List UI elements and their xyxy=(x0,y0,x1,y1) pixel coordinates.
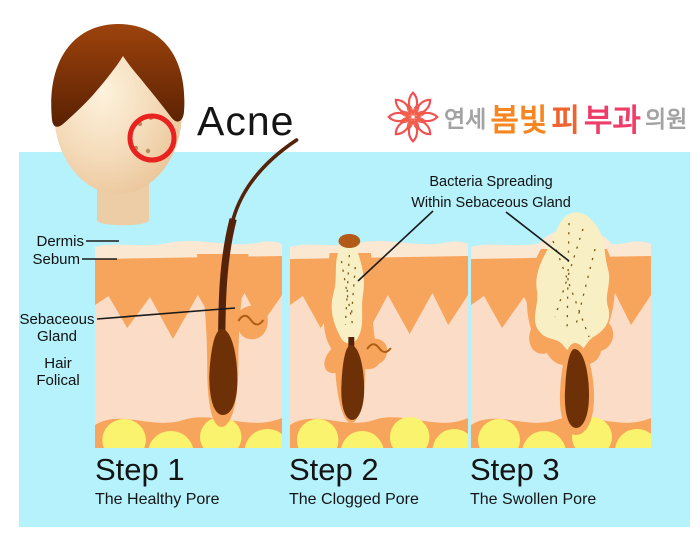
sebum-label: Sebum xyxy=(32,251,80,268)
step1-caption: Step 1 The Healthy Pore xyxy=(95,452,220,509)
sebaceous-gland-label: Sebaceous Gland xyxy=(19,311,95,345)
follicle-bulb xyxy=(209,329,238,415)
sebaceous-pointer-line xyxy=(96,307,236,320)
clinic-name-main1: 봄빛 xyxy=(490,102,548,138)
bacteria-spreading-label: Bacteria Spreading Within Sebaceous Glan… xyxy=(411,174,571,211)
head-illustration xyxy=(51,24,185,226)
clinic-name-prefix: 연세 xyxy=(444,106,487,132)
red-circle-marker xyxy=(127,113,177,163)
bacteria-specks xyxy=(552,222,596,338)
step1-title: Step 1 xyxy=(95,452,185,487)
follicle-bulb xyxy=(341,344,365,420)
clinic-name-suffix: 의원 xyxy=(644,106,688,132)
step3-title: Step 3 xyxy=(470,452,560,487)
swollen-sebum-mass xyxy=(534,212,610,354)
annotation-pointer-lines xyxy=(82,210,570,320)
flower-icon xyxy=(387,91,439,143)
clogged-sebum-mass xyxy=(331,242,364,344)
skin-panel-step3 xyxy=(471,212,659,475)
skin-panel-step1 xyxy=(95,138,299,475)
hair-strand-tip xyxy=(231,138,299,221)
page-title: Acne xyxy=(197,98,295,144)
blackhead-plug xyxy=(338,234,361,248)
hair-follicle-label: Hair Folical xyxy=(36,355,80,389)
step3-subtitle: The Swollen Pore xyxy=(470,491,597,508)
clinic-name-main2: 피 xyxy=(551,102,580,138)
dermis-label: Dermis xyxy=(36,233,85,250)
step3-caption: Step 3 The Swollen Pore xyxy=(470,452,596,509)
step2-title: Step 2 xyxy=(289,452,379,487)
hair xyxy=(51,24,185,127)
hair-strand xyxy=(218,218,237,342)
bacteria-specks xyxy=(340,254,356,330)
clinic-name-main3: 부과 xyxy=(583,102,641,138)
clinic-logo: 연세 봄빛 피 부과 의원 xyxy=(386,90,687,144)
step2-caption: Step 2 The Clogged Pore xyxy=(289,452,419,509)
skin-panel-step2 xyxy=(290,234,476,475)
step2-subtitle: The Clogged Pore xyxy=(289,491,419,508)
follicle-bulb xyxy=(564,348,589,428)
bacteria-pointer-line-right xyxy=(505,211,570,262)
step1-subtitle: The Healthy Pore xyxy=(95,491,220,508)
bacteria-pointer-line-left xyxy=(357,210,434,282)
